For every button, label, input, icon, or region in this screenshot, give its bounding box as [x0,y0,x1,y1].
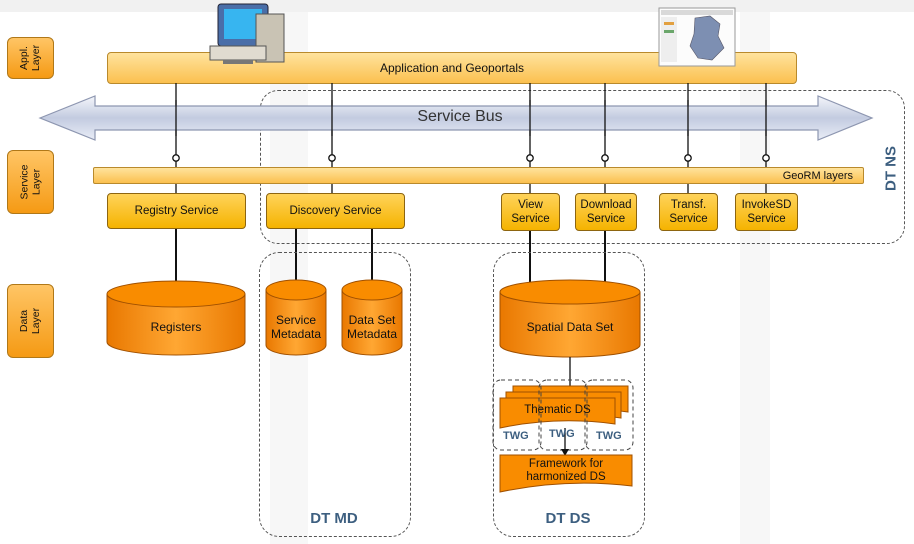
registry-service-label: Registry Service [134,205,219,217]
dt-md-region [259,252,411,537]
invokesd-service-label: InvokeSD Service [741,199,792,225]
thematic-ds-stack [499,385,629,429]
dt-ns-label: DT NS [882,146,900,191]
transf-service-box: Transf. Service [659,193,718,231]
view-service-box: View Service [501,193,560,231]
interface-sockets [172,154,770,162]
twg-groups [492,379,634,451]
appl-layer-tab: Appl. Layer [7,37,54,79]
data-layer-tab: Data Layer [7,284,54,358]
download-service-label: Download Service [580,199,632,225]
service-layer-tab: Service Layer [7,150,54,214]
view-service-label: View Service [511,199,550,225]
download-service-box: Download Service [575,193,637,231]
framework-label: Framework for harmonized DS [526,458,606,483]
spatial-data-set-label: Spatial Data Set [526,320,614,334]
registers-cylinder [106,280,246,356]
computer-icon [209,3,285,64]
dt-ds-label: DT DS [545,510,591,527]
invokesd-service-box: InvokeSD Service [735,193,798,231]
framework-document [499,454,633,493]
twg-label: TWG [549,428,575,440]
discovery-service-label: Discovery Service [289,205,382,217]
map-screenshot-icon [658,7,736,67]
service-metadata-cylinder [265,279,327,356]
application-bar-label: Application and Geoportals [379,61,525,75]
discovery-service-box: Discovery Service [266,193,405,229]
registers-label: Registers [150,320,202,334]
service-metadata-label: Service Metadata [270,313,322,341]
thematic-ds-label: Thematic DS [524,404,591,416]
transf-service-label: Transf. Service [669,199,708,225]
georm-bar-label: GeoRM layers [782,169,853,182]
georm-bar: GeoRM layers [93,167,864,184]
registry-service-box: Registry Service [107,193,246,229]
twg-label: TWG [596,430,622,442]
dt-md-label: DT MD [310,510,358,527]
dataset-metadata-cylinder [341,279,403,356]
service-bus-label: Service Bus [417,108,503,125]
dt-ds-region [493,252,645,537]
spatial-data-set-cylinder [499,279,641,358]
service-bus-arrow [38,95,874,141]
dataset-metadata-label: Data Set Metadata [346,313,398,341]
twg-label: TWG [503,430,529,442]
